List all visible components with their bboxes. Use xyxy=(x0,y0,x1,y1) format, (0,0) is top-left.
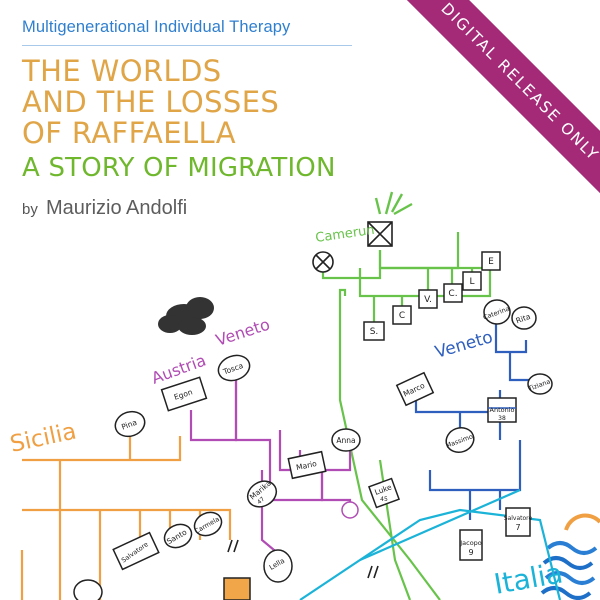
italia-branch xyxy=(299,488,562,600)
divorce-mark-1 xyxy=(227,539,239,553)
book-subtitle: A STORY OF MIGRATION xyxy=(22,153,336,183)
age-jacopo: 9 xyxy=(468,548,473,557)
author-name: Maurizio Andolfi xyxy=(46,197,188,219)
title-divider xyxy=(22,45,352,46)
camerun-child-labels: S. C V. C. L E xyxy=(370,257,494,337)
title-line-2: AND THE LOSSES xyxy=(22,85,280,119)
book-title: THE WORLDS AND THE LOSSES OF RAFFAELLA xyxy=(22,56,279,149)
byline: by Maurizio Andolfi xyxy=(22,197,187,220)
person-nodes xyxy=(73,299,553,600)
name-mario: Mario xyxy=(295,459,318,472)
camerun-parents xyxy=(312,191,413,273)
kid-label-5: L xyxy=(469,277,474,287)
title-line-1: THE WORLDS xyxy=(22,54,222,88)
kid-label-2: C xyxy=(399,311,405,321)
divorce-mark-2 xyxy=(367,565,379,579)
series-title: Multigenerational Individual Therapy xyxy=(22,18,291,36)
storm-cloud xyxy=(158,297,214,335)
label-veneto-top: Veneto xyxy=(213,315,272,350)
kid-label-4: C. xyxy=(448,289,457,299)
age-antonio: 38 xyxy=(498,415,506,422)
kid-label-3: V. xyxy=(424,295,432,305)
label-camerun: Camerun xyxy=(314,223,375,246)
name-salvatore-2: Salvatore xyxy=(504,515,533,522)
label-sicilia: Sicilia xyxy=(8,419,79,458)
by-label: by xyxy=(22,201,38,218)
name-jacopo: Jacopo xyxy=(459,539,482,547)
label-veneto-right: Veneto xyxy=(433,327,495,363)
title-line-3: OF RAFFAELLA xyxy=(22,116,237,150)
age-marika: 47 xyxy=(256,496,266,506)
kid-label-1: S. xyxy=(370,327,379,337)
name-antonio: Antonio xyxy=(490,406,515,414)
age-luke: 45 xyxy=(380,496,388,503)
kid-label-6: E xyxy=(488,257,494,267)
camerun-children xyxy=(363,251,501,341)
age-salvatore-2: 7 xyxy=(515,523,520,532)
label-italia: Italia xyxy=(491,556,565,600)
name-anna: Anna xyxy=(336,436,355,445)
